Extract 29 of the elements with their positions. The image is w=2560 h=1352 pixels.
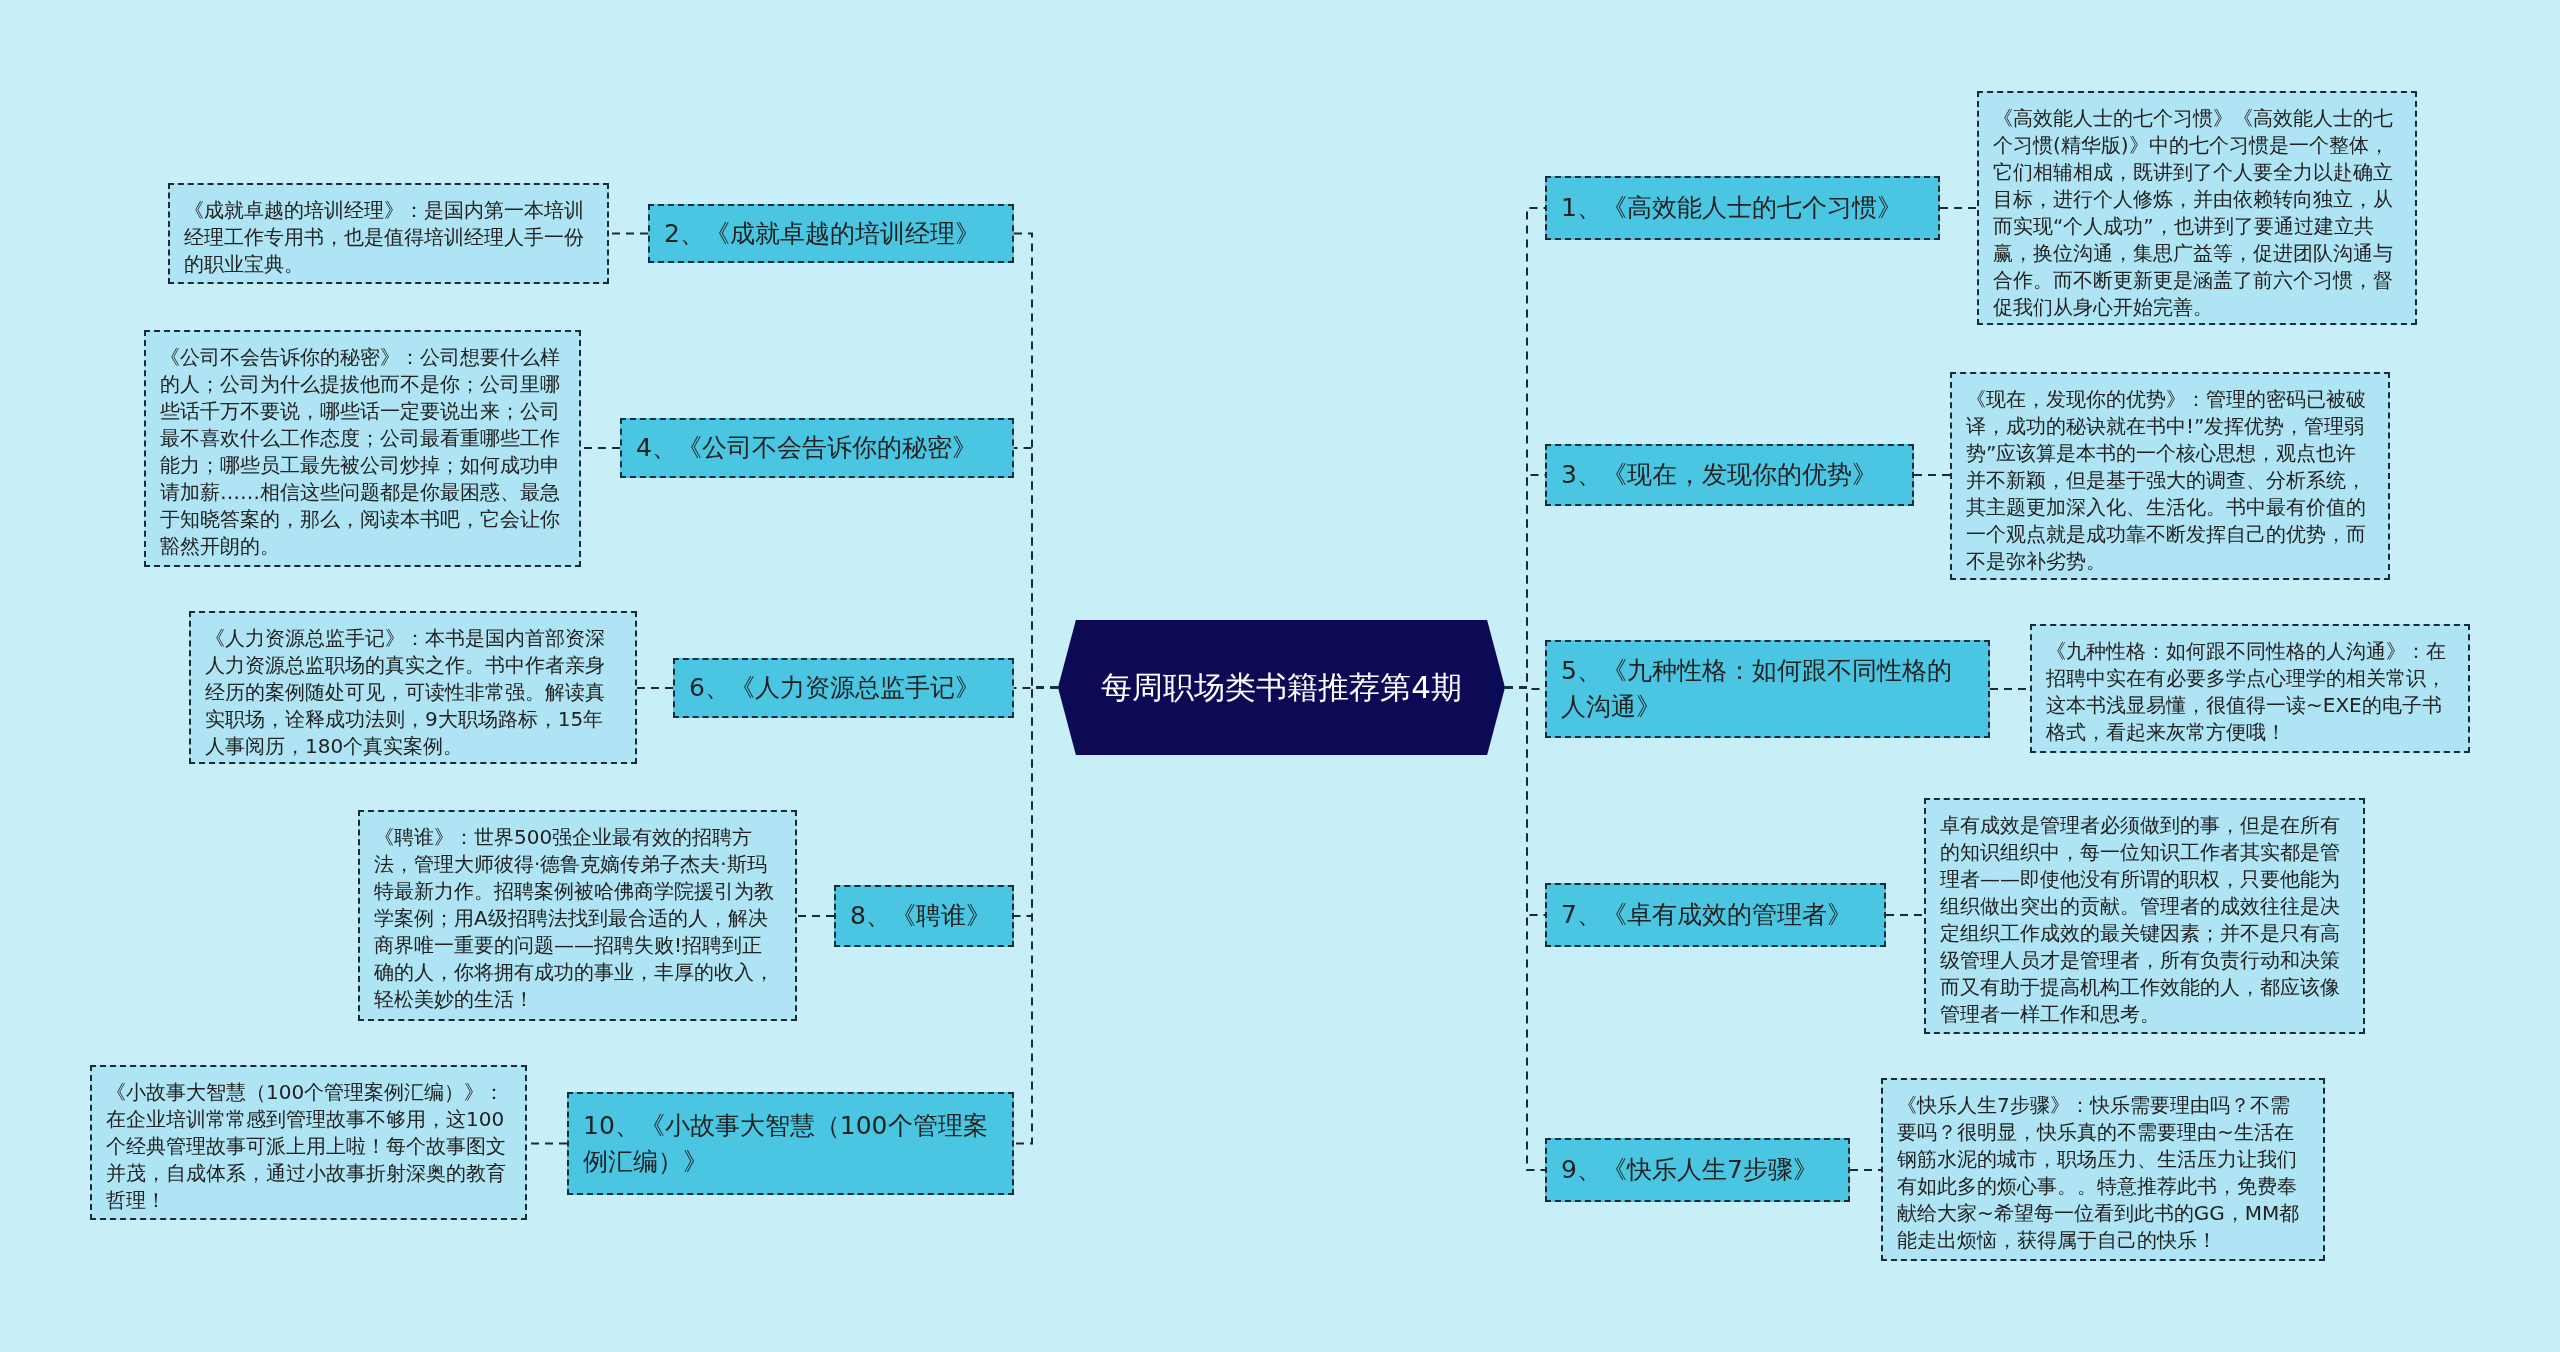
topic-box: 2、《成就卓越的培训经理》: [648, 204, 1014, 263]
topic-box: 3、《现在，发现你的优势》: [1545, 444, 1914, 506]
topic-box: 6、《人力资源总监手记》: [673, 658, 1014, 718]
note-box: 《高效能人士的七个习惯》《高效能人士的七个习惯(精华版)》中的七个习惯是一个整体，它们相辅相成，既讲到了个人要全力以赴确立目标，进行个人修炼，并由依赖转向独立，从而实现“个人成功”，也讲到了要通过建立共赢，换位沟通，集思广益等，促进团队沟通与合作。而不断更新更是涵盖了前六个习惯，督促我们从身心开始完善。: [1977, 91, 2417, 325]
connector-line: [1504, 686, 1546, 1171]
connector-line: [1913, 474, 1951, 476]
note-box: 《九种性格：如何跟不同性格的人沟通》：在招聘中实在有必要多学点心理学的相关常识，这本书浅显易懂，很值得一读~EXE的电子书格式，看起来灰常方便哦！: [2030, 624, 2470, 753]
connector-line: [1849, 1169, 1882, 1171]
connector-line: [636, 687, 674, 689]
note-box: 《小故事大智慧（100个管理案例汇编）》：在企业培训常常感到管理故事不够用，这100个经典管理故事可派上用上啦！每个故事图文并茂，自成体系，通过小故事折射深奥的教育哲理！: [90, 1065, 527, 1220]
connector-line: [796, 915, 835, 917]
note-box: 《人力资源总监手记》：本书是国内首部资深人力资源总监职场的真实之作。书中作者亲身经历的案例随处可见，可读性非常强。解读真实职场，诠释成功法则，9大职场路标，15年人事阅历，180个真实案例。: [189, 611, 637, 764]
connector-line: [1013, 686, 1059, 1145]
central-topic: 每周职场类书籍推荐第4期: [1058, 620, 1505, 755]
topic-box: 7、《卓有成效的管理者》: [1545, 883, 1886, 947]
topic-box: 8、《聘谁》: [834, 885, 1014, 947]
note-box: 《公司不会告诉你的秘密》：公司想要什么样的人；公司为什么提拔他而不是你；公司里哪些话千万不要说，哪些话一定要说出来；公司最不喜欢什么工作态度；公司最看重哪些工作能力；哪些员工最先被公司炒掉；如何成功申请加薪……相信这些问题都是你最困惑、最急于知晓答案的，那么，阅读本书吧，它会让你豁然开朗的。: [144, 330, 581, 567]
connector-line: [1885, 914, 1925, 916]
note-box: 《快乐人生7步骤》：快乐需要理由吗？不需要吗？很明显，快乐真的不需要理由~生活在钢筋水泥的城市，职场压力、生活压力让我们有如此多的烦心事。。特意推荐此书，免费奉献给大家~希望每一位看到此书的GG，MM都能走出烦恼，获得属于自己的快乐！: [1881, 1078, 2325, 1261]
topic-box: 4、《公司不会告诉你的秘密》: [620, 418, 1014, 478]
note-box: 卓有成效是管理者必须做到的事，但是在所有的知识组织中，每一位知识工作者其实都是管理者——即使他没有所谓的职权，只要他能为组织做出突出的贡献。管理者的成效往往是决定组织工作成效的最关键因素；并不是只有高级管理人员才是管理者，所有负责行动和决策而又有助于提高机构工作效能的人，都应该像管理者一样工作和思考。: [1924, 798, 2365, 1034]
topic-box: 10、《小故事大智慧（100个管理案例汇编）》: [567, 1092, 1014, 1195]
note-box: 《聘谁》：世界500强企业最有效的招聘方法，管理大师彼得·德鲁克嫡传弟子杰夫·斯玛特最新力作。招聘案例被哈佛商学院援引为教学案例；用A级招聘法找到最合适的人，解决商界唯一重要的问题——招聘失败!招聘到正确的人，你将拥有成功的事业，丰厚的收入，轻松美妙的生活！: [358, 810, 797, 1021]
connector-line: [1939, 207, 1978, 209]
topic-box: 1、《高效能人士的七个习惯》: [1545, 176, 1940, 240]
topic-box: 5、《九种性格：如何跟不同性格的人沟通》: [1545, 640, 1990, 738]
note-box: 《现在，发现你的优势》：管理的密码已被破译，成功的秘诀就在书中!”发挥优势，管理弱势”应该算是本书的一个核心思想，观点也许并不新颖，但是基于强大的调查、分析系统，其主题更加深入化、生活化。书中最有价值的一个观点就是成功靠不断发挥自己的优势，而不是弥补劣势。: [1950, 372, 2390, 580]
topic-box: 9、《快乐人生7步骤》: [1545, 1138, 1850, 1202]
note-box: 《成就卓越的培训经理》：是国内第一本培训经理工作专用书，也是值得培训经理人手一份的职业宝典。: [168, 183, 609, 284]
